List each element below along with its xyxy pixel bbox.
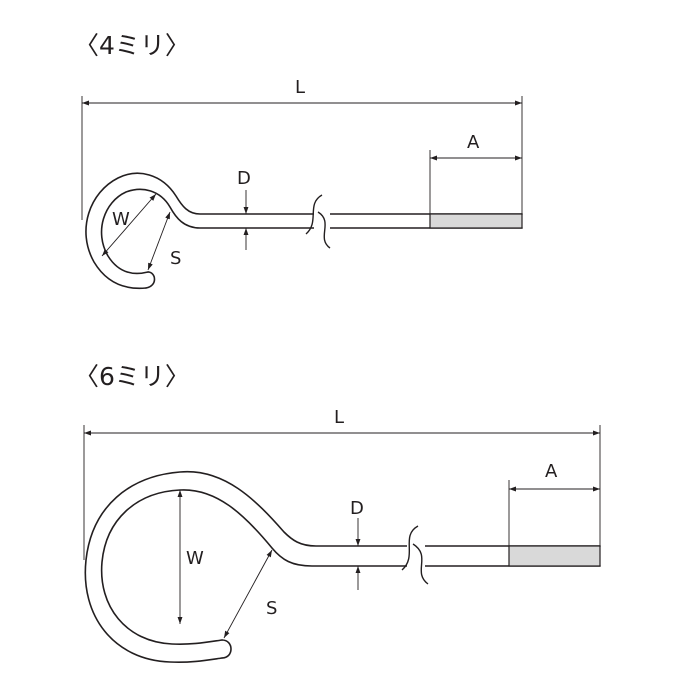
label-D: D: [350, 498, 364, 519]
diagram-title-4mm: 〈4ミリ〉: [74, 31, 190, 60]
diagram-title-6mm: 〈6ミリ〉: [74, 362, 190, 391]
break-line-right: [412, 543, 429, 585]
hook-outer-edge: [84, 470, 601, 663]
hook-tip: [221, 639, 232, 659]
break-gap: [407, 544, 425, 568]
hook-inner-edge: [100, 489, 601, 645]
label-S: S: [170, 248, 181, 269]
break-line-left: [401, 525, 419, 571]
break-line-left: [305, 194, 323, 235]
label-A: A: [545, 461, 558, 482]
dimension-line-S: [223, 549, 273, 639]
label-L: L: [295, 77, 305, 98]
threaded-section: [429, 213, 523, 229]
dimension-line-S: [147, 211, 171, 271]
diagram-4mm: 〈4ミリ〉 L A D W S: [74, 31, 523, 290]
label-S: S: [266, 598, 277, 619]
hook-inner-edge: [100, 188, 523, 275]
label-A: A: [467, 132, 480, 153]
diagram-6mm: 〈6ミリ〉 L A D W S: [74, 362, 601, 663]
label-D: D: [237, 168, 251, 189]
threaded-section: [508, 545, 601, 567]
break-gap: [314, 212, 330, 230]
hook-outer-edge: [85, 172, 523, 290]
hook-tip: [145, 271, 156, 289]
break-line-right: [317, 211, 331, 249]
dimension-line-W: [101, 193, 157, 257]
label-L: L: [334, 407, 344, 428]
label-W: W: [186, 548, 204, 569]
label-W: W: [112, 209, 130, 230]
